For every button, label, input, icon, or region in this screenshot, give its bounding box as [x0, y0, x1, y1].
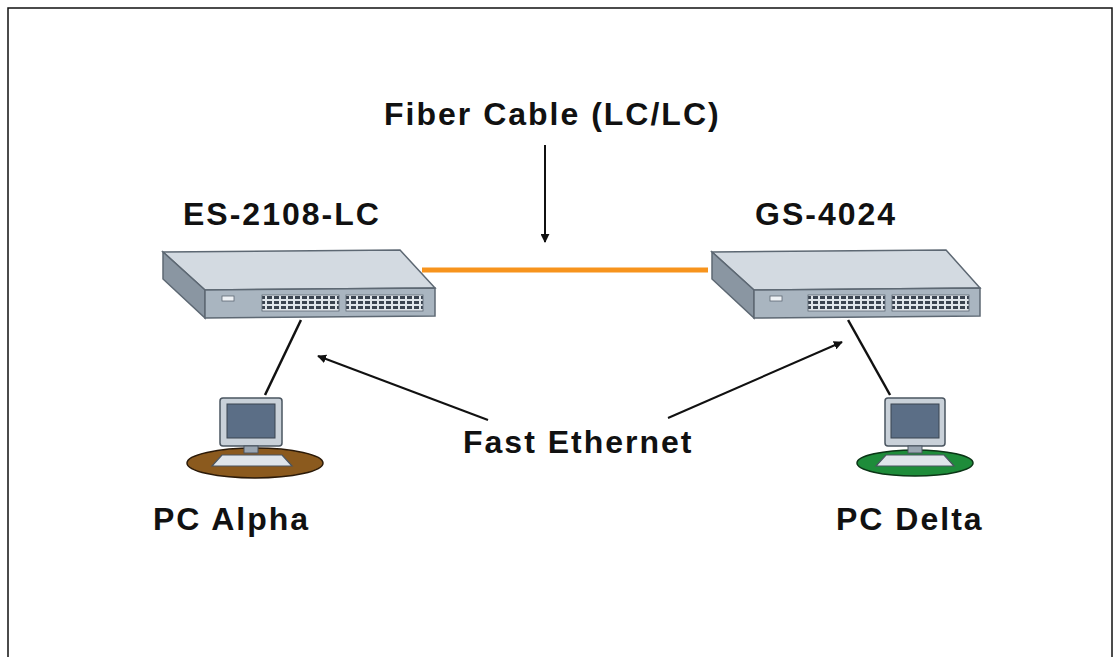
- switch-icon: [712, 250, 980, 318]
- callout-label: Fast Ethernet: [463, 423, 693, 461]
- callout-arrow: [668, 342, 842, 418]
- node-label: PC Alpha: [153, 500, 310, 538]
- ethernet-link: [848, 320, 890, 395]
- node-label: ES-2108-LC: [183, 195, 381, 233]
- node-label: GS-4024: [755, 195, 897, 233]
- switch-node: GS-4024: [708, 195, 980, 320]
- frame: [8, 8, 1112, 657]
- pc-icon: [187, 398, 323, 478]
- pc-node: PC Delta: [835, 395, 1005, 545]
- switch-icon: [163, 250, 435, 318]
- callout-label: Fiber Cable (LC/LC): [384, 95, 721, 133]
- callout-arrow: [544, 145, 546, 242]
- callout-arrow: [318, 356, 488, 420]
- fiber-link: [422, 268, 708, 273]
- ethernet-link: [265, 320, 301, 395]
- switch-node: ES-2108-LC: [160, 195, 422, 320]
- pc-node: PC Alpha: [150, 395, 330, 545]
- pc-icon: [857, 398, 973, 476]
- node-label: PC Delta: [836, 500, 984, 538]
